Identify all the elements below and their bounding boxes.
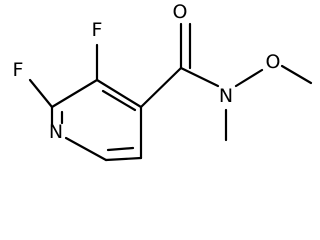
bond-carbonyl-n bbox=[179, 66, 220, 88]
atom-fluorine-left: F bbox=[13, 59, 24, 81]
bond-c5-c6-inner bbox=[106, 146, 135, 152]
bond-c3-c4-inner bbox=[101, 89, 137, 112]
atom-carbonyl-oxygen: O bbox=[173, 1, 188, 23]
bond-c3-c4 bbox=[95, 78, 143, 109]
bond-c2-c3 bbox=[50, 78, 99, 109]
atom-fluorine-top: F bbox=[92, 19, 103, 41]
bond-n-o bbox=[234, 68, 264, 88]
chemical-structure-diagram: F F N O N O bbox=[13, 1, 313, 162]
bond-c6-n1 bbox=[64, 136, 108, 162]
bond-c4-carbonyl bbox=[139, 66, 183, 109]
bond-c5-c6 bbox=[104, 156, 143, 162]
atom-amide-nitrogen: N bbox=[219, 85, 233, 107]
bond-c2-f bbox=[28, 78, 54, 109]
bond-o-methyl bbox=[280, 64, 313, 85]
pyridine-ring bbox=[50, 78, 143, 162]
atom-ring-nitrogen: N bbox=[49, 121, 63, 143]
atom-methoxy-oxygen: O bbox=[266, 51, 281, 73]
